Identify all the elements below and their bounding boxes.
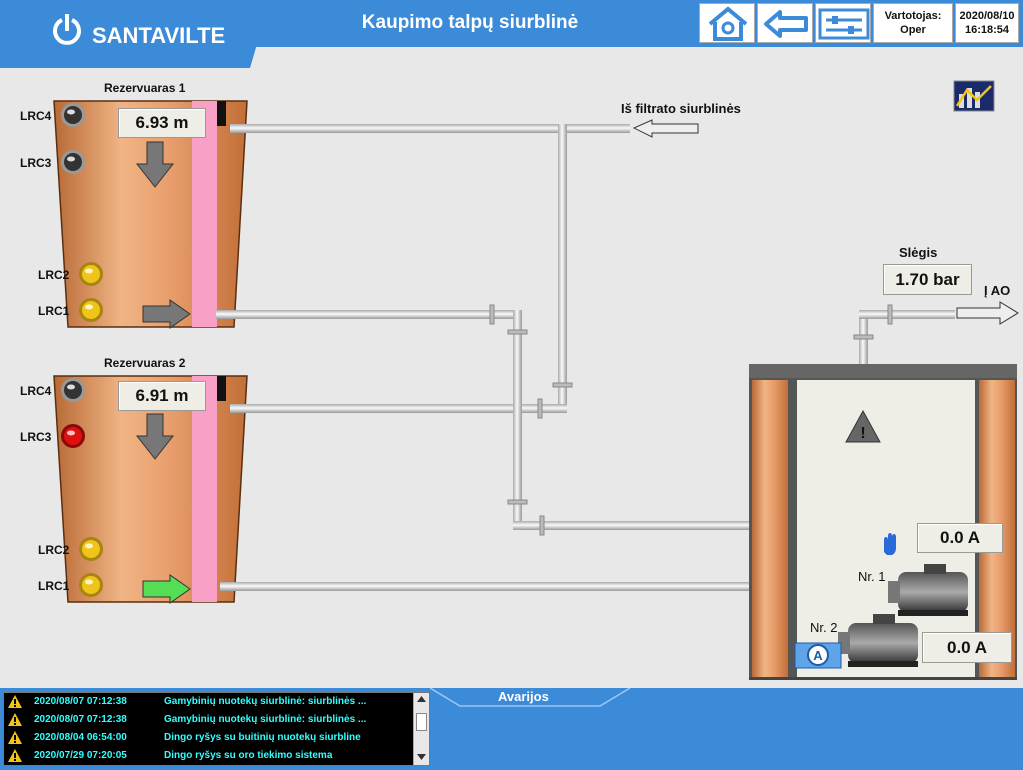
process-diagram: ! A: [53, 100, 1019, 680]
svg-text:!: !: [860, 425, 865, 442]
outlet-arrow: [956, 301, 1019, 325]
reservoir-1-title: Rezervuaras 1: [104, 81, 186, 95]
pressure-value: 1.70 bar: [883, 264, 972, 295]
pressure-warning-icon: !: [845, 409, 881, 443]
reservoir-2-level: 6.91 m: [118, 381, 206, 411]
alarm-row[interactable]: 2020/08/07 07:12:38 Gamybinių nuotekų si…: [4, 693, 414, 711]
pump-2-motor: [838, 614, 918, 667]
tank1-level-down-arrow: [135, 141, 175, 188]
page-title: Kaupimo talpų siurblinė: [361, 12, 579, 33]
tank2-flow-arrow: [142, 574, 191, 604]
alarm-list[interactable]: 2020/08/07 07:12:38 Gamybinių nuotekų si…: [3, 692, 430, 766]
settings-button[interactable]: [815, 3, 871, 43]
svg-text:A: A: [813, 648, 823, 663]
pump-1-current: 0.0 A: [917, 523, 1003, 553]
warning-icon: [8, 695, 22, 708]
time-text: 16:18:54: [964, 24, 1010, 36]
alarm-time: 2020/08/07 07:12:38: [34, 696, 127, 707]
brand-logo: SANTAVILTE: [0, 0, 270, 68]
pressure-label: Slėgis: [899, 245, 938, 260]
user-name: Oper: [900, 24, 926, 36]
date-text: 2020/08/10: [959, 10, 1015, 22]
lamp-yellow-icon: [79, 262, 103, 286]
power-icon: [53, 14, 81, 45]
hand-icon[interactable]: [884, 533, 896, 555]
scroll-thumb[interactable]: [416, 713, 427, 731]
lamp-off-icon: [61, 150, 85, 174]
tank2-level-down-arrow: [135, 413, 175, 460]
user-info: Vartotojas: Oper: [873, 3, 953, 43]
r1-sensor-label: LRC4: [20, 109, 52, 123]
pump-2-label: Nr. 2: [810, 620, 838, 635]
pump-2-current: 0.0 A: [922, 632, 1012, 663]
lamp-off-icon: [61, 103, 85, 127]
lamp-yellow-icon: [79, 537, 103, 561]
brand-name: SANTAVILTE: [92, 23, 225, 48]
scroll-down-icon[interactable]: [417, 754, 426, 760]
alarm-time: 2020/08/04 06:54:00: [34, 732, 127, 743]
alarm-row[interactable]: 2020/08/07 07:12:38 Gamybinių nuotekų si…: [4, 711, 414, 729]
user-label: Vartotojas:: [884, 10, 942, 22]
lamp-yellow-icon: [79, 298, 103, 322]
warning-icon: [8, 731, 22, 744]
alarm-row[interactable]: 2020/08/04 06:54:00 Dingo ryšys su buiti…: [4, 729, 414, 747]
alarm-scrollbar[interactable]: [413, 693, 429, 765]
inlet-label: Iš filtrato siurblinės: [621, 101, 741, 116]
inlet-arrow: [632, 119, 699, 138]
r1-sensor-label: LRC2: [38, 268, 70, 282]
alarm-text: Gamybinių nuotekų siurblinė: siurblinės …: [164, 714, 367, 725]
datetime: 2020/08/10 16:18:54: [955, 3, 1019, 43]
pump-1-label: Nr. 1: [858, 569, 886, 584]
alarm-row[interactable]: 2020/07/29 07:20:05 Dingo ryšys su oro t…: [4, 747, 414, 765]
settings-sliders-icon: [818, 8, 870, 40]
outlet-label: Į AO: [984, 283, 1011, 298]
r2-sensor-label: LRC2: [38, 543, 70, 557]
pump-1-motor: [888, 564, 968, 616]
r2-sensor-label: LRC3: [20, 430, 52, 444]
reservoir-1-level: 6.93 m: [118, 108, 206, 138]
lamp-yellow-icon: [79, 573, 103, 597]
home-icon: [708, 6, 748, 41]
reservoir-2-title: Rezervuaras 2: [104, 356, 186, 370]
alarm-tab-overlay: [430, 688, 630, 707]
lamp-off-icon: [61, 378, 85, 402]
alarms-title[interactable]: Avarijos: [498, 689, 549, 704]
r1-sensor-label: LRC1: [38, 304, 70, 318]
warning-icon: [8, 749, 22, 762]
scroll-up-icon[interactable]: [417, 696, 426, 702]
alarm-text: Dingo ryšys su buitinių nuotekų siurblin…: [164, 732, 361, 743]
alarm-text: Gamybinių nuotekų siurblinė: siurblinės …: [164, 696, 367, 707]
trend-chart-icon[interactable]: [953, 80, 995, 112]
back-button[interactable]: [757, 3, 813, 43]
tank1-flow-arrow: [142, 299, 191, 329]
lamp-red-icon: [61, 424, 85, 448]
home-button[interactable]: [699, 3, 755, 43]
alarm-time: 2020/07/29 07:20:05: [34, 750, 127, 761]
r1-sensor-label: LRC3: [20, 156, 52, 170]
auto-A-icon[interactable]: A: [794, 642, 842, 669]
warning-icon: [8, 713, 22, 726]
alarm-time: 2020/08/07 07:12:38: [34, 714, 127, 725]
r2-sensor-label: LRC1: [38, 579, 70, 593]
alarm-text: Dingo ryšys su oro tiekimo sistema: [164, 750, 333, 761]
back-arrow-icon: [764, 10, 808, 38]
r2-sensor-label: LRC4: [20, 384, 52, 398]
